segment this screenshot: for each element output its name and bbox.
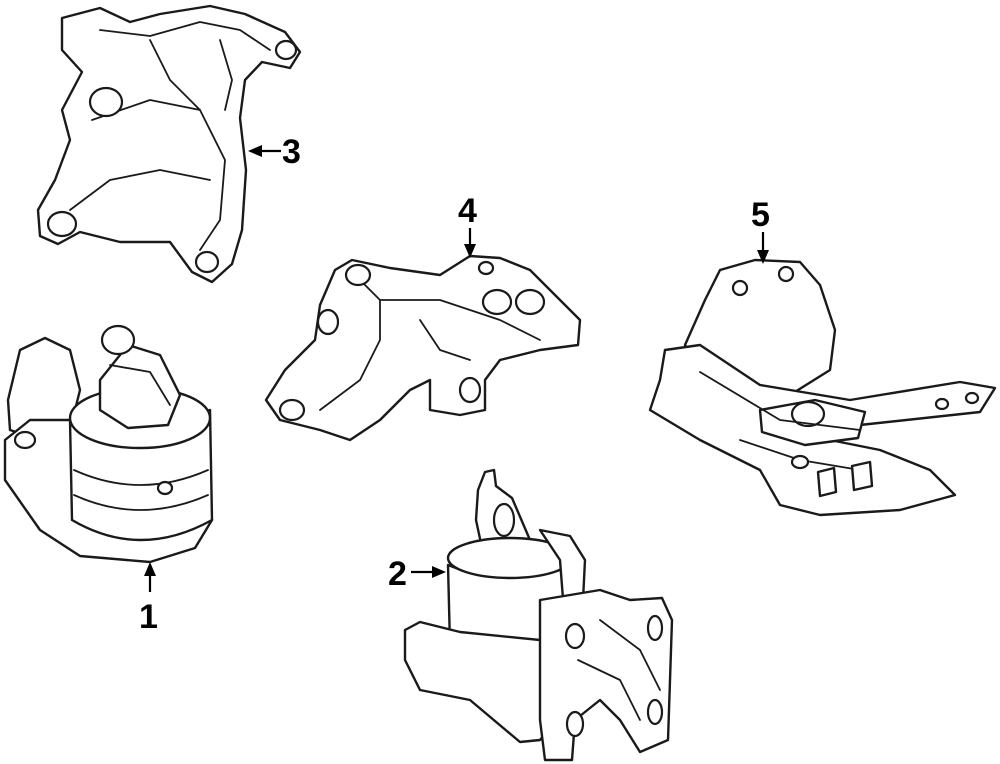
part-5-bracket[interactable] [648, 258, 997, 517]
callout-1-label: 1 [139, 598, 158, 636]
callout-4-label: 4 [458, 192, 477, 230]
callout-1: 1 [139, 562, 158, 636]
callout-2: 2 [388, 555, 446, 593]
callout-4: 4 [458, 192, 477, 258]
part-4-bracket[interactable] [264, 254, 582, 442]
callout-5: 5 [751, 196, 770, 264]
callout-5-label: 5 [751, 196, 770, 234]
part-2-mount[interactable] [403, 468, 674, 762]
part-3-bracket[interactable] [36, 4, 302, 284]
callout-3: 3 [248, 133, 301, 171]
part-1-mount[interactable] [3, 324, 214, 564]
callout-2-label: 2 [388, 555, 407, 593]
callout-3-label: 3 [282, 133, 301, 171]
